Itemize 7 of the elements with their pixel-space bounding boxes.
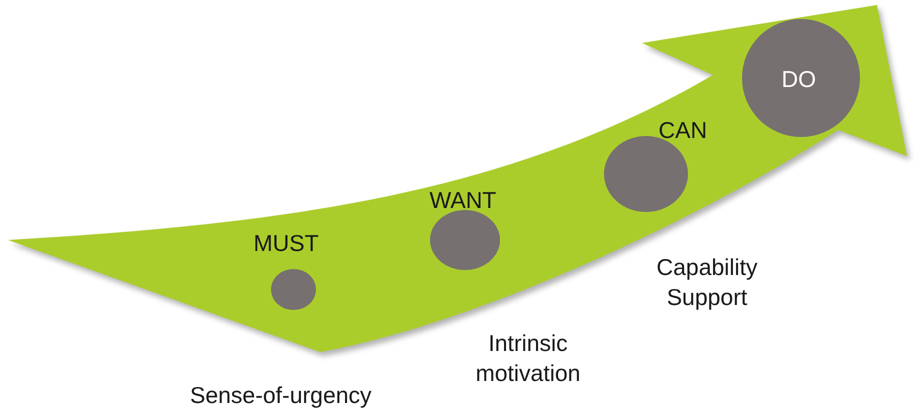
stage-caption: Sense-of-urgency (190, 381, 372, 409)
stage-label: DO (782, 65, 816, 93)
stage-label: WANT (430, 186, 496, 214)
stage-label: CAN (658, 116, 708, 144)
stage-label: MUST (254, 229, 319, 257)
stage-caption: Capability Support (656, 253, 758, 312)
stage-caption: Intrinsic motivation (474, 329, 582, 388)
